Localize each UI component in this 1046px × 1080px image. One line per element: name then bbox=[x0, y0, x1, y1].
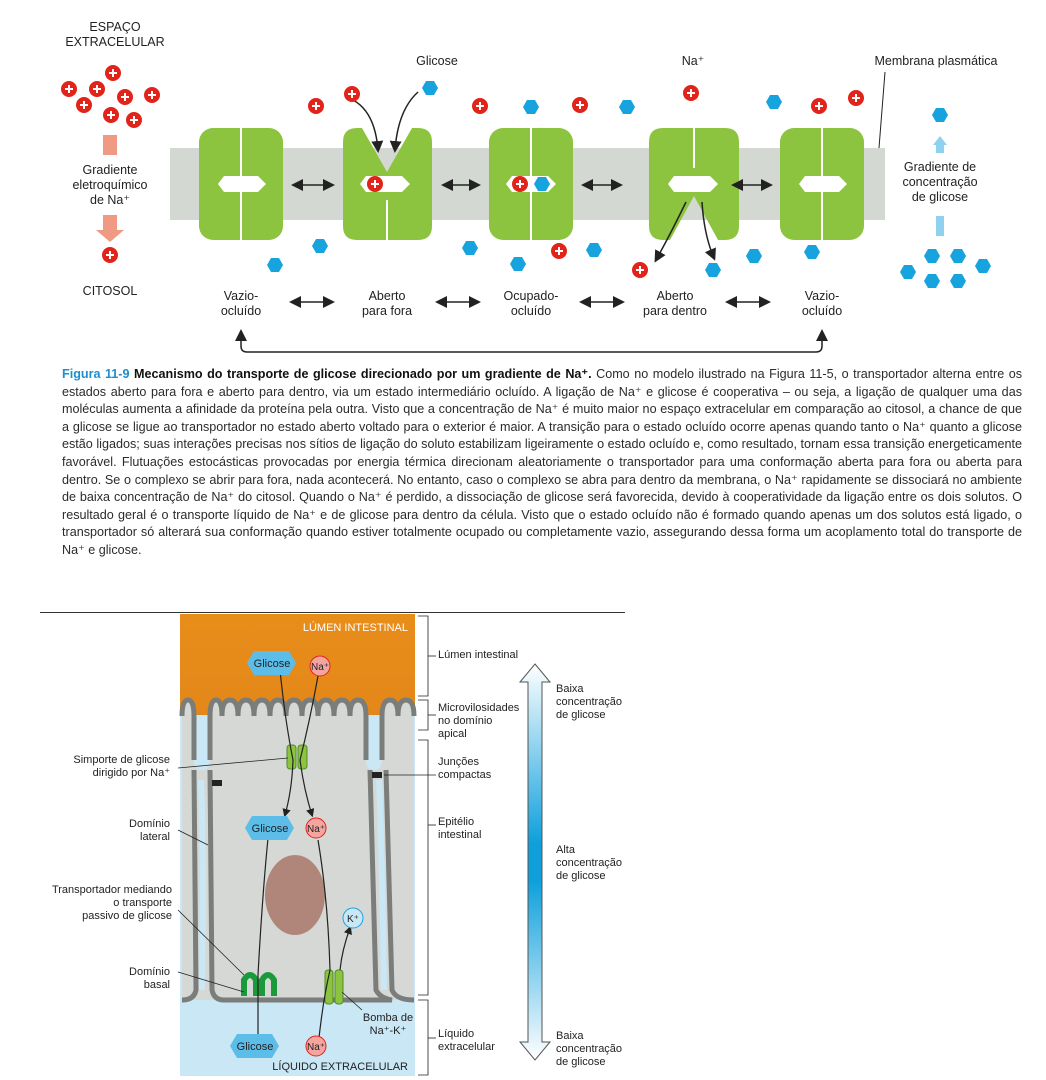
epithelium-label: Epitélio intestinal bbox=[438, 816, 482, 841]
na-release-arrow bbox=[654, 201, 687, 263]
cell-lateral-basal-membrane bbox=[207, 769, 393, 1003]
glucose-binding-arrow bbox=[389, 91, 419, 153]
transport-cycle-diagram bbox=[60, 64, 991, 353]
basal-domain-label: Domínio basal bbox=[129, 966, 170, 991]
na-pump-path bbox=[314, 839, 331, 1051]
state-inward-open: Aberto para dentro bbox=[643, 289, 707, 318]
na-apical-path bbox=[299, 675, 319, 818]
separator-line bbox=[40, 612, 625, 613]
na-binding-arrow bbox=[352, 99, 384, 153]
svg-text:Glicose: Glicose bbox=[252, 823, 289, 835]
extracellular-space-label: ESPAÇO EXTRACELULAR bbox=[65, 20, 165, 49]
microvilli-label: Microvilosidades no domínio apical bbox=[438, 702, 520, 740]
tight-junctions-label: Junções compactas bbox=[438, 756, 492, 781]
cytosolic-glucose-cluster bbox=[900, 249, 991, 288]
svg-text:Glicose: Glicose bbox=[254, 658, 291, 670]
na-ecf: Na⁺ bbox=[305, 1035, 327, 1057]
figure-title: Mecanismo do transporte de glicose direc… bbox=[134, 367, 592, 381]
cytosol-label: CITOSOL bbox=[82, 284, 138, 298]
nucleus bbox=[265, 855, 325, 935]
low-glucose-top-label: Baixa concentração de glicose bbox=[556, 683, 623, 721]
transporter-occupied-occluded bbox=[489, 128, 573, 240]
transporter-inward-open bbox=[649, 128, 739, 240]
k-cytosol: K⁺ bbox=[342, 907, 364, 929]
svg-text:Glicose: Glicose bbox=[237, 1041, 274, 1053]
svg-text:Na⁺: Na⁺ bbox=[307, 824, 325, 835]
glucose-cytosol: Glicose bbox=[245, 816, 294, 840]
low-glucose-bottom-label: Baixa concentração de glicose bbox=[556, 1030, 623, 1068]
ecf-header: LÍQUIDO EXTRACELULAR bbox=[272, 1060, 408, 1073]
state-outward-open: Aberto para fora bbox=[361, 289, 413, 318]
state-occupied-occluded: Ocupado- ocluído bbox=[503, 289, 559, 318]
tight-junction-left bbox=[212, 780, 222, 786]
na-gradient-arrow-head bbox=[96, 215, 124, 242]
state-empty-occluded-2: Vazio- ocluído bbox=[801, 289, 843, 318]
glucose-gradient-arrow bbox=[933, 136, 947, 236]
lateral-domain-label: Domínio lateral bbox=[129, 818, 170, 843]
svg-text:Na⁺: Na⁺ bbox=[311, 662, 329, 673]
transporter-outward-open bbox=[343, 128, 432, 240]
membrane-label: Membrana plasmática bbox=[874, 54, 998, 68]
high-glucose-label: Alta concentração de glicose bbox=[556, 844, 623, 882]
glucose-concentration-gradient-arrow bbox=[518, 663, 552, 1061]
svg-text:Na⁺: Na⁺ bbox=[307, 1042, 325, 1053]
state-empty-occluded-1: Vazio- ocluído bbox=[220, 289, 262, 318]
figure-caption: Figura 11-9 Mecanismo do transporte de g… bbox=[62, 366, 1022, 560]
na-gradient-label: Gradiente eletroquímico de Na⁺ bbox=[72, 163, 148, 207]
glucose-release-arrow bbox=[701, 201, 716, 261]
glut-transporter bbox=[241, 972, 277, 996]
na-label: Na⁺ bbox=[681, 54, 705, 68]
figure-caption-text: Como no modelo ilustrado na Figura 11-5,… bbox=[62, 367, 1023, 557]
glucose-apical-path bbox=[279, 669, 294, 818]
cycle-loop-arrow bbox=[235, 329, 828, 353]
passive-transporter-label: Transportador mediando o transporte pass… bbox=[51, 884, 172, 922]
na-lumen: Na⁺ bbox=[309, 655, 331, 677]
figure-number: Figura 11-9 bbox=[62, 367, 130, 381]
intestinal-epithelium-diagram: LÚMEN INTESTINAL LÍQUIDO EXTRACELULAR Gl… bbox=[177, 614, 436, 1076]
transporter-empty-occluded-2 bbox=[780, 128, 864, 240]
membrane-leader-line bbox=[878, 71, 886, 149]
lumen-label: Lúmen intestinal bbox=[438, 649, 519, 661]
transporter-empty-occluded-1 bbox=[199, 128, 283, 240]
k-pump-path bbox=[339, 925, 352, 971]
glucose-ecf: Glicose bbox=[230, 1034, 279, 1058]
ecf-label: Líquido extracelular bbox=[438, 1028, 495, 1053]
na-gradient-arrow-top bbox=[103, 135, 117, 155]
glucose-basal-path bbox=[253, 837, 269, 1043]
glucose-label: Glicose bbox=[416, 54, 458, 68]
lumen-header: LÚMEN INTESTINAL bbox=[303, 621, 408, 634]
glucose-lumen: Glicose bbox=[247, 651, 296, 675]
tight-junction-right bbox=[372, 772, 382, 778]
extracellular-na-cluster bbox=[60, 64, 161, 129]
svg-text:K⁺: K⁺ bbox=[347, 914, 359, 925]
glucose-gradient-label: Gradiente de concentração de glicose bbox=[902, 160, 978, 204]
pump-label: Bomba de Na⁺-K⁺ bbox=[362, 1012, 414, 1037]
na-cytosol: Na⁺ bbox=[305, 817, 327, 839]
na-k-pump bbox=[324, 969, 344, 1005]
symport-label: Simporte de glicose dirigido por Na⁺ bbox=[73, 754, 170, 779]
